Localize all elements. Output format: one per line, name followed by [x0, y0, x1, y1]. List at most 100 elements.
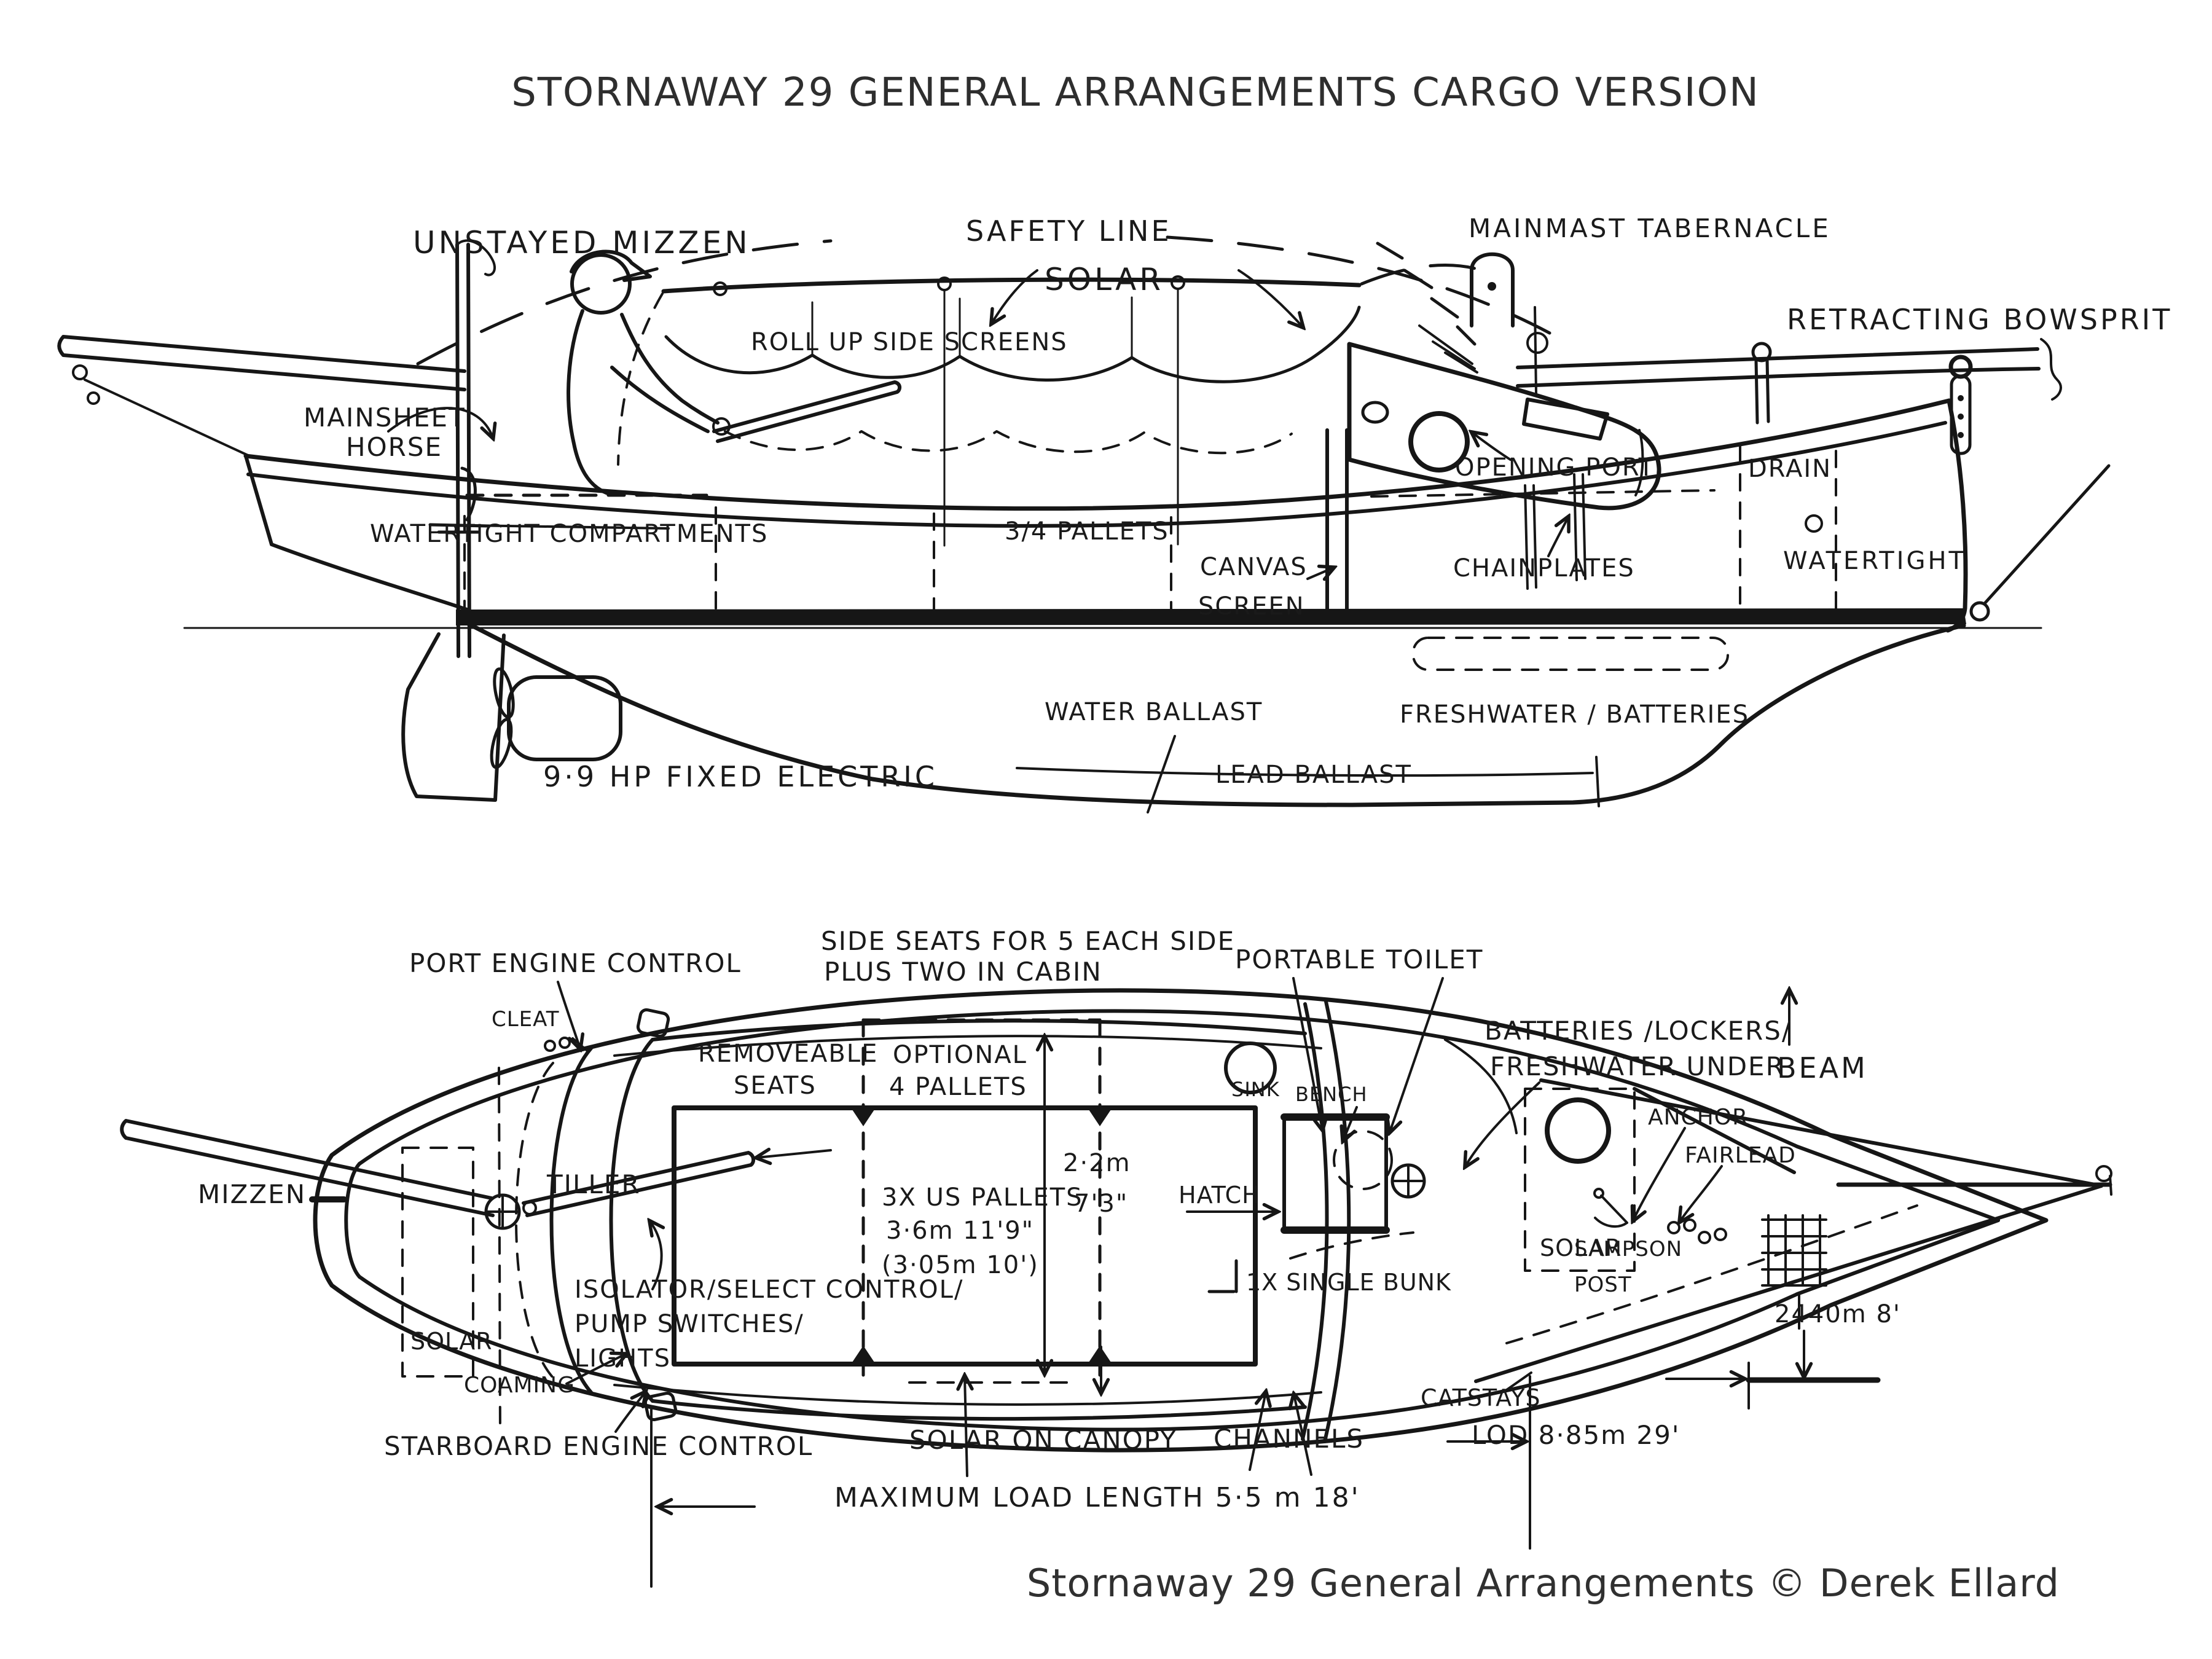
canvas-screen-posts: [1325, 428, 1349, 616]
label-lead-ballast: LEAD BALLAST: [1215, 761, 1412, 789]
mizzen-rig: [57, 239, 670, 658]
grid-lines: [1767, 1214, 1821, 1287]
label-horse: HORSE: [346, 432, 442, 462]
hull-outer: [313, 988, 2049, 1453]
ballast-divider: [1147, 735, 1176, 814]
cabin-plan: [1186, 977, 1918, 1344]
label-roll-up-side-screens: ROLL UP SIDE SCREENS: [751, 328, 1068, 356]
transom: [244, 454, 273, 546]
tabernacle: [1470, 252, 1515, 327]
coaming-bottom: [651, 1399, 1307, 1421]
label-drain: DRAIN: [1748, 455, 1832, 483]
label-fairlead: FAIRLEAD: [1685, 1143, 1796, 1168]
side-screen-scallops: [664, 305, 1361, 383]
grid-lines: [1761, 1218, 1827, 1287]
opening-port-arrow: [1472, 433, 1512, 461]
label-mainsheet: MAINSHEET: [304, 402, 466, 433]
label-mizzen: MIZZEN: [198, 1179, 306, 1209]
label-chainplates: CHAINPLATES: [1453, 554, 1635, 582]
head: [570, 253, 632, 315]
samson-post: [1754, 358, 1770, 425]
tabernacle-dash: [1376, 241, 1477, 346]
bench-arrow: [1343, 1106, 1358, 1140]
centerline-dashes: [1289, 1231, 1414, 1260]
safety-line-arc-left: [416, 239, 833, 366]
label-beam: BEAM: [1777, 1051, 1868, 1084]
label-solar-on-canopy: SOLAR ON CANOPY: [909, 1425, 1177, 1455]
controls-and-dimensions: [557, 981, 1532, 1588]
port-engine-arrow: [557, 981, 580, 1048]
cabin-bulkhead-curve-2: [1323, 1000, 1351, 1443]
label-watertight-compartments: WATERTIGHT COMPARTMENTS: [370, 520, 768, 548]
credit-line: Stornaway 29 General Arrangements © Dere…: [1027, 1561, 2060, 1606]
label-sampson: SAMPSON: [1574, 1237, 1682, 1261]
bench-curve: [1444, 1038, 1518, 1134]
mizzen-boom: [57, 335, 466, 391]
cargo-tick: [851, 1346, 876, 1364]
fairlead-leader: [1680, 1165, 1723, 1222]
label-channels: CHANNELS: [1214, 1424, 1364, 1454]
plan-view-labels: PORT ENGINE CONTROL SIDE SEATS FOR 5 EAC…: [198, 926, 1901, 1513]
label-catstays: CATSTAYS: [1421, 1384, 1541, 1411]
deck-dashes-fwd: [1370, 489, 1716, 498]
coaming-leader: [565, 1354, 626, 1385]
canopy-strap: [943, 288, 1179, 547]
bow-fittings: [1465, 990, 2112, 1410]
samson-eye: [1698, 1231, 1711, 1244]
port-engine-control-fitting: [636, 1008, 670, 1038]
ballast-tick: [1595, 756, 1600, 807]
side-view-labels: UNSTAYED MIZZEN SAFETY LINE SOLAR ROLL U…: [304, 213, 2172, 793]
tabernacle-rays: [1418, 324, 1478, 374]
hatch-rect-ends: [1281, 1113, 1390, 1234]
canopy: [416, 235, 1551, 547]
sheer-line: [243, 398, 1951, 511]
batteries-arrow: [1465, 1081, 1540, 1166]
chainplate-strip: [1524, 484, 1537, 590]
label-us-pallets-2: 3·6m 11'9": [886, 1217, 1034, 1245]
cockpit-sole: [429, 524, 670, 530]
bobstay-shackle: [1969, 601, 1990, 622]
anchor-ring: [1593, 1188, 1604, 1199]
halyard-rod: [1534, 306, 1537, 394]
mizzen-boom-plan: [120, 1119, 495, 1217]
propeller-blade-lower: [490, 718, 513, 769]
boom-shackle: [72, 364, 88, 380]
plan-view: PORT ENGINE CONTROL SIDE SEATS FOR 5 EAC…: [120, 926, 2112, 1588]
cabin-bulkhead-curve: [1301, 1002, 1329, 1441]
canopy-ridge: [661, 277, 1362, 294]
label-mainmast-tabernacle: MAINMAST TABERNACLE: [1469, 213, 1831, 243]
anchor-leader: [1633, 1127, 1686, 1220]
bulkhead-lines: [463, 445, 1837, 671]
label-bench: BENCH: [1295, 1083, 1368, 1106]
cap: [570, 249, 652, 282]
label-freshwater-under: FRESHWATER UNDER: [1490, 1051, 1785, 1081]
label-retracting-bowsprit: RETRACTING BOWSPRIT: [1787, 303, 2172, 336]
canopy-dashed-arc: [515, 1062, 554, 1379]
tiller-extension: [712, 380, 902, 443]
label-solar-left: SOLAR: [410, 1328, 492, 1355]
side-elevation-view: UNSTAYED MIZZEN SAFETY LINE SOLAR ROLL U…: [57, 213, 2172, 814]
fairlead-eye: [1683, 1218, 1696, 1232]
cleat-dot: [559, 1037, 571, 1049]
cargo-rect: [672, 1105, 1258, 1367]
bowsprit-tip-squiggle: [2040, 338, 2062, 401]
label-dim-2440: 2440m 8': [1775, 1300, 1901, 1328]
catstay-upper: [1539, 1078, 2103, 1188]
label-watertight: WATERTIGHT: [1783, 547, 1966, 575]
grating-grid: [1761, 1214, 1827, 1287]
label-single-bunk: 1X SINGLE BUNK: [1246, 1269, 1451, 1296]
arm-lower: [610, 366, 710, 433]
coaming-end-inner: [1634, 429, 1644, 496]
samson-eye: [1714, 1228, 1727, 1241]
bowsprit: [1516, 347, 2041, 388]
fairlead-eye: [1667, 1221, 1681, 1234]
label-solar: SOLAR: [1045, 262, 1164, 297]
solar-arrow-right: [1237, 269, 1303, 327]
label-freshwater-batteries: FRESHWATER / BATTERIES: [1400, 700, 1749, 729]
canopy-aft-arc: [549, 1046, 593, 1394]
bowsprit-end-eye: [2095, 1165, 2112, 1182]
label-dim-22m: 2·2m: [1063, 1149, 1131, 1177]
opening-porthole: [1408, 411, 1470, 473]
starboard-engine-arrow: [614, 1392, 645, 1433]
